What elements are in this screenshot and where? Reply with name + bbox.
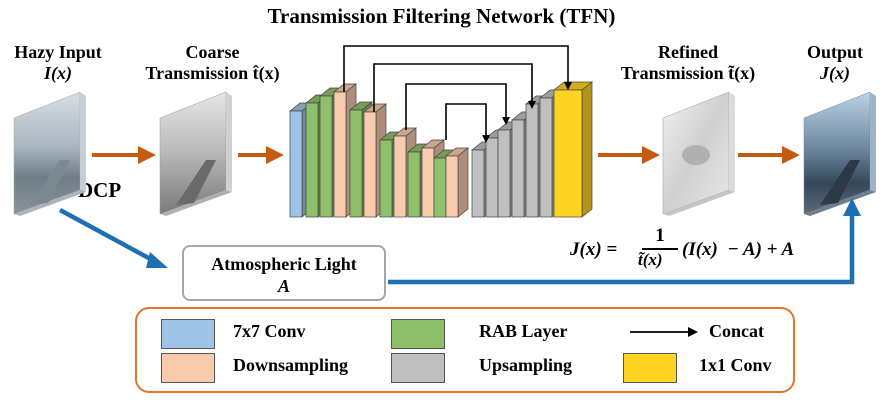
refined-title: Refined (658, 42, 718, 62)
arrow-input-to-coarse (92, 146, 156, 164)
output-image (803, 91, 876, 216)
refined-transmission-label: Refined Transmission t̃(x) (598, 42, 778, 84)
refined-transmission-image (662, 91, 735, 216)
network-block-downsampling (445, 147, 469, 218)
formula-numerator: 1 (655, 225, 665, 246)
atmospheric-light-label: Atmospheric Light (211, 254, 357, 274)
legend-swatch-7x7-conv (161, 319, 215, 349)
forward-arrows (92, 146, 800, 164)
arrow-refined-to-output (738, 146, 800, 164)
hazy-input-symbol: I(x) (44, 63, 72, 83)
output-title: Output (806, 42, 864, 62)
legend: 7x7 Conv RAB Layer Concat Downsampling U… (135, 307, 795, 393)
coarse-symbol: Transmission t̂(x) (145, 63, 280, 83)
tfn-network-blocks (289, 81, 593, 218)
skip-connection-2 (373, 63, 536, 112)
formula-lhs: J(x) = (570, 239, 618, 260)
dcp-arrow (58, 208, 168, 268)
legend-label-upsampling: Upsampling (479, 355, 573, 375)
legend-label-1x1-conv: 1x1 Conv (699, 355, 772, 375)
atmospheric-to-output-arrow (388, 198, 861, 285)
arrow-network-to-refined (598, 146, 660, 164)
output-label: Output J(x) (790, 42, 880, 84)
arrow-coarse-to-network (238, 146, 284, 164)
legend-label-concat: Concat (709, 321, 764, 341)
legend-swatch-upsampling (391, 353, 445, 383)
output-symbol: J(x) (820, 63, 850, 83)
legend-concat-arrow (630, 327, 698, 337)
diagram-title: Transmission Filtering Network (TFN) (267, 4, 616, 28)
formula-fraction-bar (642, 248, 678, 250)
hazy-input-title: Hazy Input (14, 42, 102, 62)
skip-connections (343, 45, 572, 143)
network-block-1x1-conv (553, 81, 593, 218)
hazy-input-label: Hazy Input I(x) (2, 42, 114, 84)
coarse-title: Coarse (185, 42, 240, 62)
legend-swatch-downsampling (161, 353, 215, 383)
hazy-input-image (13, 91, 86, 216)
skip-connection-4 (445, 103, 490, 143)
coarse-transmission-label: Coarse Transmission t̂(x) (125, 42, 300, 84)
legend-label-downsampling: Downsampling (233, 355, 349, 375)
coarse-transmission-image (159, 91, 232, 216)
formula-rhs: (I(x) − A) + A (682, 239, 795, 260)
formula-denominator: t̃(x) (638, 250, 663, 269)
atmospheric-light-box: Atmospheric Light A (182, 245, 386, 301)
skip-connection-1 (343, 45, 572, 92)
legend-label-rab-layer: RAB Layer (479, 321, 568, 341)
refined-symbol: Transmission t̃(x) (620, 63, 756, 83)
skip-connection-3 (405, 83, 510, 130)
atmospheric-light-symbol: A (277, 276, 290, 296)
dehazing-formula: J(x) = 1 t̃(x) (I(x) − A) + A (570, 225, 880, 273)
legend-swatch-1x1-conv (623, 353, 677, 383)
legend-label-7x7-conv: 7x7 Conv (233, 321, 306, 341)
legend-swatch-rab-layer (391, 319, 445, 349)
